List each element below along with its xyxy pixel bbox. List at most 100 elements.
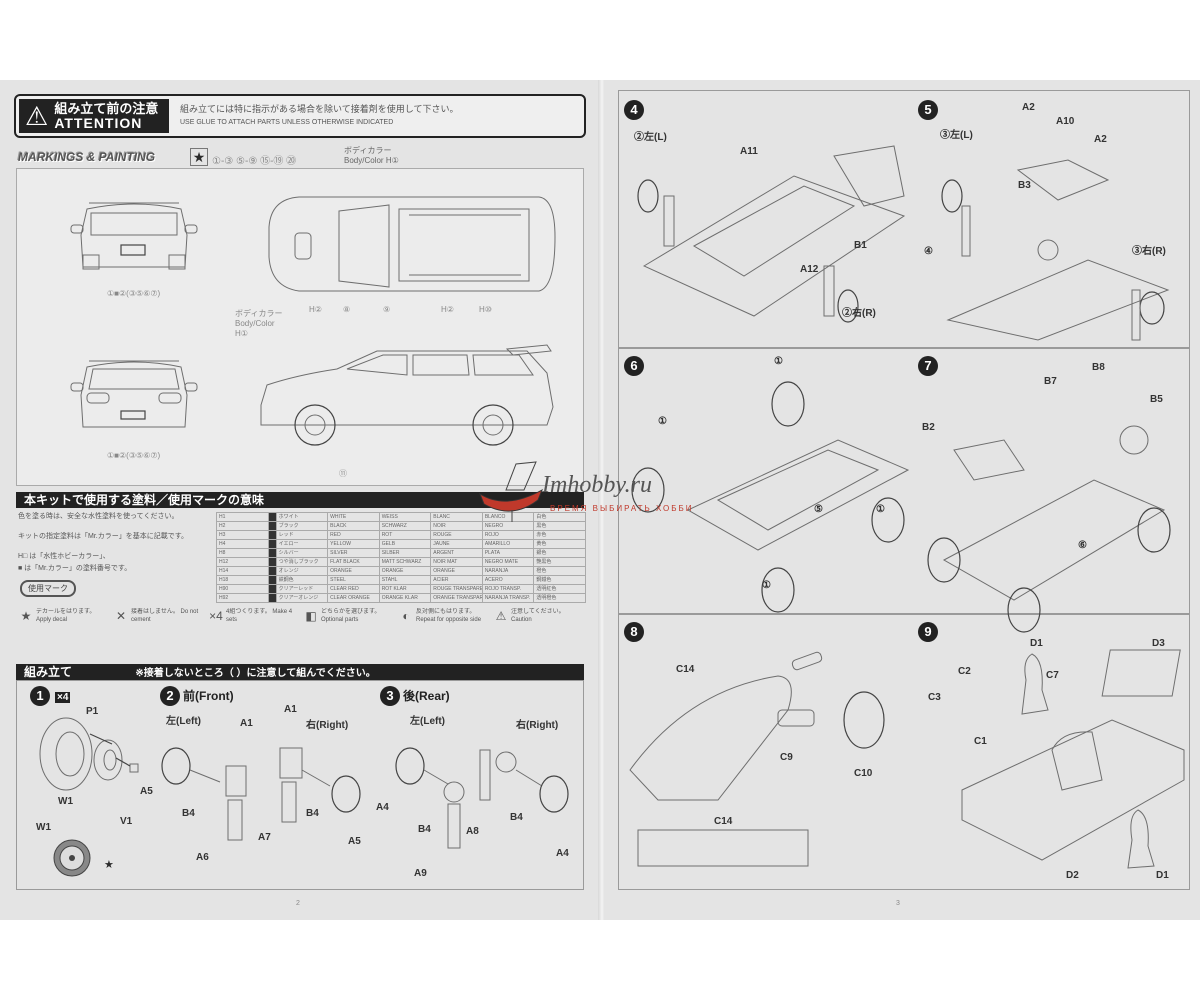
step-6-head: 6 — [624, 356, 647, 376]
legend-text: どちらかを選びます。 Optional parts — [321, 609, 381, 623]
attention-badge: ⚠ 組み立て前の注意 ATTENTION — [19, 99, 169, 133]
paint-cell: 透明橙色 — [533, 593, 586, 603]
step-3-number: 3 — [380, 686, 400, 706]
paint-cell: BLANC — [430, 512, 483, 522]
step-4-number: 4 — [624, 100, 644, 120]
paint-cell: SILVER — [327, 548, 380, 558]
paint-cell: H92 — [216, 593, 269, 603]
wheel-star-icon: ★ — [104, 859, 114, 871]
paint-swatch — [267, 593, 277, 603]
legend-item: ✕接着はしません。 Do not cement — [113, 608, 205, 658]
part-a2-right: A2 — [1094, 134, 1107, 145]
step-2-right: 右(Right) — [306, 720, 349, 731]
paint-cell: BLACK — [327, 521, 380, 531]
step-3-left: 左(Left) — [410, 716, 445, 727]
paint-cell: 鉄鋼色 — [275, 575, 329, 585]
step-5-head: 5 — [918, 100, 941, 120]
step-5-number: 5 — [918, 100, 938, 120]
page-left: ⚠ 組み立て前の注意 ATTENTION 組み立てには特に指示がある場合を除いて… — [0, 80, 600, 920]
top-body-color-code: H① — [235, 329, 248, 338]
body-color-en: Body/Color — [344, 156, 384, 165]
callout-11: ⑪ — [339, 469, 347, 478]
paint-cell: ORANGE — [378, 566, 432, 576]
paint-cell: NOIR MAT — [430, 557, 483, 567]
page-number-left: 2 — [296, 900, 300, 907]
assembly-note: ※接着しないところ（ ）に注意して組んでください。 — [135, 668, 376, 679]
assembly-steps-frame — [16, 680, 584, 890]
paint-swatch — [267, 530, 277, 540]
paint-cell: FLAT BLACK — [327, 557, 380, 567]
paint-note-2: キットの指定塗料は「Mr.カラー」を基本に記載です。 — [18, 533, 189, 540]
paint-swatch — [267, 566, 277, 576]
paint-cell: 白色 — [533, 512, 586, 522]
step-5-label-4: ④ — [924, 246, 933, 257]
paint-cell: JAUNE — [430, 539, 483, 549]
step-9-interior-drawing — [961, 649, 1185, 869]
step-6-wheel-3: ① — [876, 504, 885, 515]
paint-cell: ROT — [378, 530, 432, 540]
legend-text: デカールをはります。 Apply decal — [36, 609, 96, 623]
legend-text: 接着はしません。 Do not cement — [131, 609, 199, 623]
paint-cell: H1 — [216, 512, 269, 522]
step-6-chassis-5: ⑤ — [814, 504, 823, 515]
paint-cell: CLEAR RED — [327, 584, 380, 594]
paint-cell: CLEAR ORANGE — [327, 593, 380, 603]
part-w1: W1 — [58, 796, 73, 807]
step-8-head: 8 — [624, 622, 647, 642]
part-w1-detail: W1 — [36, 822, 51, 833]
paint-cell: YELLOW — [327, 539, 380, 549]
part-a4-left: A4 — [376, 802, 389, 813]
rear-suspension-drawing — [395, 747, 569, 849]
legend-text: 反対側にもはります。 Repeat for opposite side — [416, 609, 482, 623]
use-mark-label: 使用マーク — [20, 580, 76, 597]
part-d3: D3 — [1152, 638, 1165, 649]
paint-note-1: 色を塗る時は、安全な水性塗料を使ってください。 — [18, 513, 179, 520]
part-a7: A7 — [258, 832, 271, 843]
page-number-right: 3 — [896, 900, 900, 907]
paint-cell: 銀色 — [533, 548, 586, 558]
paint-cell: 透明紅色 — [533, 584, 586, 594]
part-a4-right: A4 — [556, 848, 569, 859]
tire-wheel-drawing — [39, 717, 139, 791]
paint-cell: H3 — [216, 530, 269, 540]
paint-cell: イエロー — [275, 539, 329, 549]
top-body-color-en: Body/Color — [235, 319, 275, 328]
paint-cell: ORANGE — [327, 566, 380, 576]
paint-cell: オレンジ — [275, 566, 329, 576]
paint-cell: WEISS — [378, 512, 432, 522]
paint-cell: H14 — [216, 566, 269, 576]
x4-icon: ×4 — [209, 609, 223, 623]
star-icon: ★ — [20, 609, 32, 623]
paint-cell: NOIR — [430, 521, 483, 531]
attention-text-jp: 組み立てには特に指示がある場合を除いて接着剤を使用して下さい。 — [180, 104, 459, 114]
paint-swatch — [267, 584, 277, 594]
paint-cell: ORANGE — [430, 566, 483, 576]
markings-steps: ①-③ ⑤-⑨ ⑮-⑲ ⑳ — [212, 156, 297, 167]
part-c3: C3 — [928, 692, 941, 703]
legend-text: 注意してください。 Caution — [511, 609, 565, 623]
paint-cell: H90 — [216, 584, 269, 594]
part-c9: C9 — [780, 752, 793, 763]
paint-swatch — [267, 539, 277, 549]
markings-title: MARKINGS & PAINTING — [18, 150, 156, 164]
part-b5: B5 — [1150, 394, 1163, 405]
instruction-sheet: ⚠ 組み立て前の注意 ATTENTION 組み立てには特に指示がある場合を除いて… — [0, 80, 1200, 920]
part-a8: A8 — [466, 826, 479, 837]
part-d1-bottom: D1 — [1156, 870, 1169, 881]
part-b4-rear-right: B4 — [510, 812, 523, 823]
legend-item: ◐反対側にもはります。 Repeat for opposite side — [398, 608, 490, 658]
step-4-label-2r: ②右(R) — [842, 308, 876, 319]
paint-cell: 赤色 — [533, 530, 586, 540]
markings-diagram: ①■②(③⑤⑥⑦) ①■②(③⑤⑥⑦) ボディカラー Body/Color H① — [16, 168, 584, 486]
paint-cell: NEGRO — [481, 521, 535, 531]
paint-cell: ROUGE — [430, 530, 483, 540]
paint-cell: ACIER — [430, 575, 483, 585]
step-4-label-2l: ②左(L) — [634, 132, 667, 143]
